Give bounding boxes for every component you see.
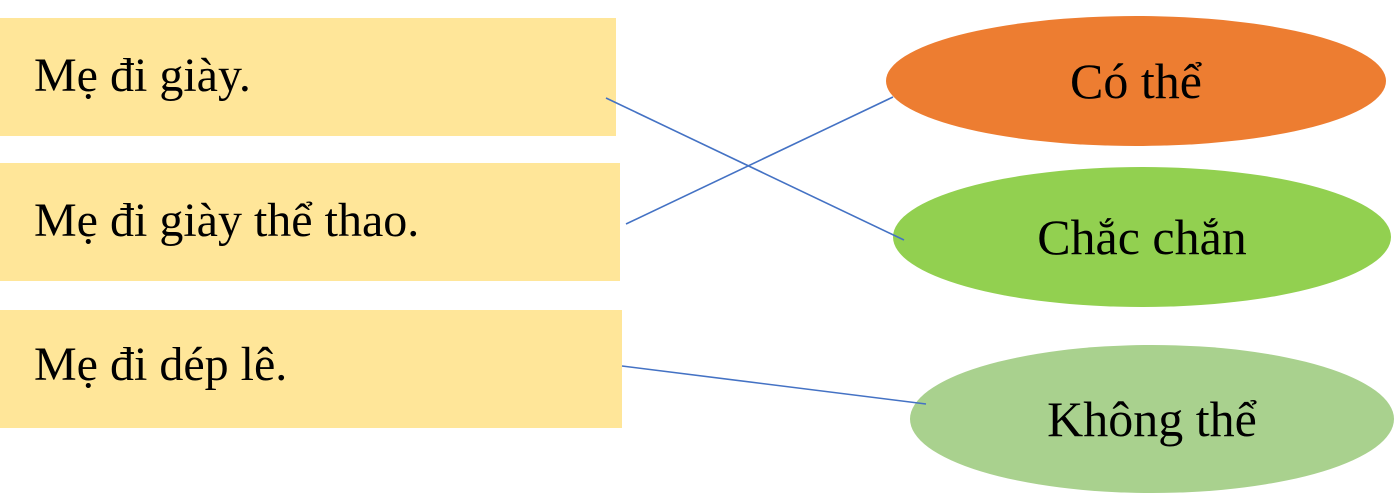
statement-box-slippers: Mẹ đi dép lê. [0,310,622,428]
option-label: Không thể [1047,391,1257,447]
connector-line-shoes-certain [605,97,905,241]
statement-box-shoes: Mẹ đi giày. [0,18,616,136]
option-label: Chắc chắn [1037,209,1247,265]
connector-line-sneakers-possible [625,96,894,225]
option-ellipse-possible: Có thể [886,16,1386,146]
statement-text: Mẹ đi giày. [34,48,251,102]
statement-text: Mẹ đi dép lê. [34,337,288,391]
statement-text: Mẹ đi giày thể thao. [34,193,420,247]
connector-line-slippers-impossible [621,365,927,405]
option-ellipse-impossible: Không thể [910,345,1394,493]
option-label: Có thể [1070,53,1202,109]
statement-box-sneakers: Mẹ đi giày thể thao. [0,163,620,281]
option-ellipse-certain: Chắc chắn [893,167,1391,307]
